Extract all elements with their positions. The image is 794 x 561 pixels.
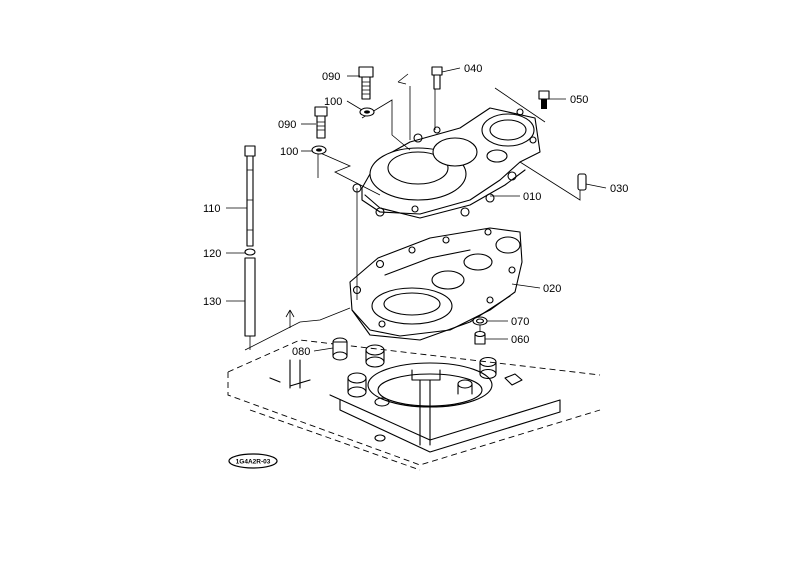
label-030: 030 [610, 183, 628, 195]
label-080: 080 [292, 346, 310, 358]
base-housing [227, 339, 601, 471]
label-110: 110 [203, 203, 221, 215]
bush-080 [332, 337, 348, 361]
top-cover-010 [352, 107, 541, 219]
label-060: 060 [511, 334, 529, 346]
drawing-code: 1G4A2R-03 [236, 459, 271, 466]
pin-030 [577, 173, 587, 191]
label-090-upper: 090 [322, 71, 340, 83]
plug-070 [472, 316, 488, 326]
bolt-040 [431, 66, 443, 90]
rod-130 [244, 257, 256, 350]
label-090-lower: 090 [278, 119, 296, 131]
label-050: 050 [570, 94, 588, 106]
ring-120 [244, 248, 256, 256]
label-040: 040 [464, 63, 482, 75]
assembly-guide-lines [244, 73, 581, 351]
bolt-090-upper [358, 66, 374, 100]
bolt-050 [538, 90, 550, 109]
label-leaders [226, 67, 607, 352]
label-130: 130 [203, 296, 221, 308]
label-020: 020 [543, 283, 561, 295]
washer-100-upper [359, 107, 375, 117]
label-100-upper: 100 [324, 96, 342, 108]
rod-110 [244, 145, 256, 247]
bolt-090-lower [314, 106, 328, 139]
label-120: 120 [203, 248, 221, 260]
label-100-lower: 100 [280, 146, 298, 158]
part-labels: 090 100 090 100 040 050 030 010 020 070 … [203, 63, 628, 358]
drawing-stamp: 1G4A2R-03 [228, 453, 278, 469]
washer-100-lower [311, 145, 327, 155]
label-010: 010 [523, 191, 541, 203]
label-070: 070 [511, 316, 529, 328]
middle-plate-020 [349, 227, 523, 341]
plug-060 [474, 330, 486, 345]
